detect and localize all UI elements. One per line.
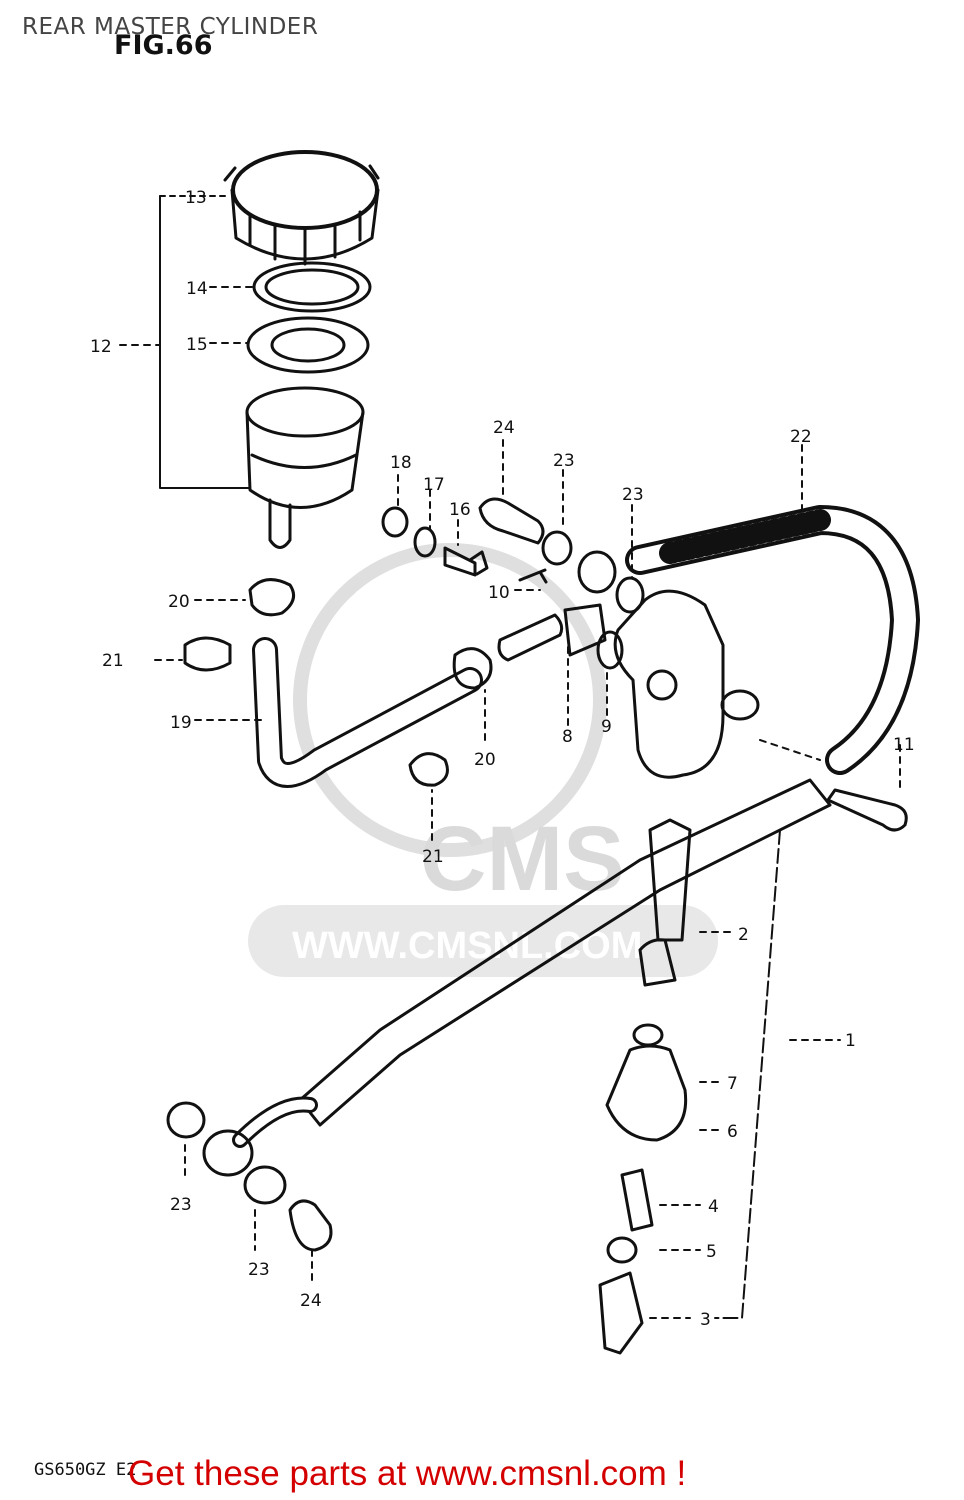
page-title: REAR MASTER CYLINDER bbox=[22, 14, 319, 40]
figure-label: FIG.66 bbox=[114, 30, 213, 61]
master-cylinder-body bbox=[613, 589, 760, 779]
callout-9: 9 bbox=[601, 717, 612, 737]
callout-2: 2 bbox=[738, 925, 749, 945]
callout-20b: 20 bbox=[474, 750, 496, 770]
callout-7: 7 bbox=[727, 1074, 738, 1094]
union-bolt-24a bbox=[478, 497, 545, 545]
piston-spring-2 bbox=[648, 818, 692, 942]
bracket-12 bbox=[159, 195, 251, 489]
callout-15: 15 bbox=[186, 335, 208, 355]
watermark-url: WWW.CMSNL.COM bbox=[292, 925, 642, 967]
callout-11: 11 bbox=[893, 735, 915, 755]
o-ring-9 bbox=[596, 630, 624, 670]
union-bolt-24b bbox=[288, 1199, 333, 1252]
gasket-23a bbox=[541, 530, 573, 566]
callout-23d: 23 bbox=[248, 1260, 270, 1280]
model-code: GS650GZ E2 bbox=[34, 1460, 137, 1480]
gasket-23d bbox=[243, 1165, 287, 1205]
callout-10: 10 bbox=[488, 583, 510, 603]
callout-23a: 23 bbox=[553, 451, 575, 471]
gasket-23b bbox=[615, 576, 645, 614]
ad-link[interactable]: Get these parts at www.cmsnl.com ! bbox=[128, 1454, 687, 1493]
screw-16 bbox=[443, 546, 489, 577]
callout-1: 1 bbox=[845, 1031, 856, 1051]
screw-10 bbox=[518, 568, 548, 584]
pushrod-4 bbox=[620, 1168, 654, 1232]
watermark-logo: CMS bbox=[420, 808, 624, 910]
leader-lines bbox=[119, 286, 901, 1319]
reservoir-cap bbox=[223, 150, 380, 266]
callout-5: 5 bbox=[706, 1242, 717, 1262]
diaphragm bbox=[246, 316, 370, 374]
bracket-1 bbox=[714, 829, 781, 1319]
o-ring-17 bbox=[413, 526, 437, 558]
callout-17: 17 bbox=[423, 475, 445, 495]
gasket-23c bbox=[166, 1101, 206, 1139]
banjo-fitting-lower bbox=[202, 1129, 254, 1177]
callout-23b: 23 bbox=[622, 485, 644, 505]
callout-18: 18 bbox=[390, 453, 412, 473]
reservoir-tank bbox=[245, 386, 365, 549]
callout-19: 19 bbox=[170, 713, 192, 733]
banjo-fitting bbox=[577, 550, 617, 594]
callout-14: 14 bbox=[186, 279, 208, 299]
hose-clip-21a bbox=[183, 636, 232, 672]
circlip-7 bbox=[632, 1023, 664, 1047]
pushrod-boot bbox=[298, 778, 832, 1127]
nut-5 bbox=[606, 1236, 638, 1264]
bolt-11 bbox=[826, 788, 908, 832]
callout-labels: 1 2 3 4 5 6 7 8 9 10 11 12 13 14 15 16 1… bbox=[90, 188, 915, 1330]
hose-clip-21b bbox=[408, 752, 449, 787]
callout-12: 12 bbox=[90, 337, 112, 357]
callout-23c: 23 bbox=[170, 1195, 192, 1215]
callout-24b: 24 bbox=[300, 1291, 322, 1311]
callout-16: 16 bbox=[449, 500, 471, 520]
hose-connector-8 bbox=[497, 613, 564, 662]
hose-clamp-20a bbox=[248, 578, 296, 617]
callout-4: 4 bbox=[708, 1197, 719, 1217]
washer-18 bbox=[381, 506, 409, 538]
boot-6 bbox=[605, 1044, 688, 1142]
callout-21a: 21 bbox=[102, 651, 124, 671]
callout-8: 8 bbox=[562, 727, 573, 747]
diaphragm-plate bbox=[252, 261, 372, 313]
callout-20a: 20 bbox=[168, 592, 190, 612]
watermark: CMS WWW.CMSNL.COM bbox=[248, 543, 718, 977]
callout-21b: 21 bbox=[422, 847, 444, 867]
callout-13: 13 bbox=[185, 188, 207, 208]
watermark-band bbox=[248, 905, 718, 977]
callout-6: 6 bbox=[727, 1122, 738, 1142]
clevis-3 bbox=[598, 1271, 644, 1355]
callout-3: 3 bbox=[700, 1310, 711, 1330]
callout-22: 22 bbox=[790, 427, 812, 447]
callout-24a: 24 bbox=[493, 418, 515, 438]
hose-clamp-20b bbox=[452, 647, 493, 690]
